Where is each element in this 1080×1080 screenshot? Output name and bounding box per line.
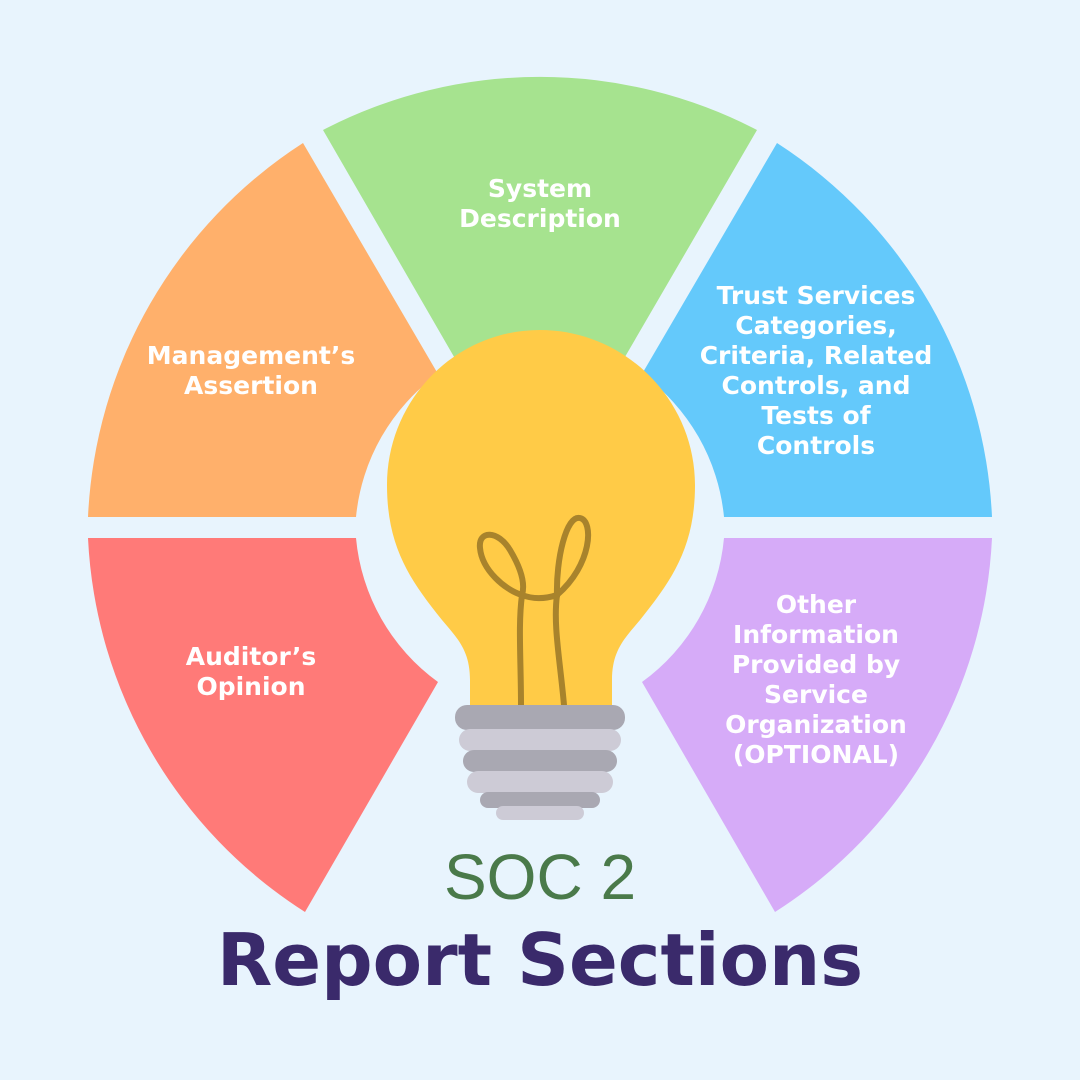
segment-label-trust-services: Trust Services Categories, Criteria, Rel… (699, 281, 933, 460)
segment-label-system-description: System Description (459, 174, 621, 233)
bulb-base-ring (455, 705, 625, 730)
bulb-base-ring (480, 792, 600, 808)
bulb-glass (387, 330, 695, 712)
segment-label-auditors-opinion: Auditor’s Opinion (185, 642, 317, 701)
segment-managements-assertion[interactable] (88, 143, 438, 517)
segment-system-description[interactable] (323, 76, 757, 363)
light-bulb-icon (387, 330, 695, 820)
segment-label-other-information: Other Information Provided by Service Or… (725, 590, 907, 769)
soc-2-kicker: SOC 2 (443, 841, 637, 913)
bulb-base-tip (496, 806, 584, 820)
segment-other-information[interactable] (642, 538, 992, 912)
segment-auditors-opinion[interactable] (88, 538, 438, 912)
bulb-base-ring (467, 771, 613, 793)
segment-label-managements-assertion: Management’s Assertion (146, 341, 356, 400)
bulb-base-ring (459, 729, 621, 751)
report-sections-title: Report Sections (216, 918, 864, 1002)
bulb-base-ring (463, 750, 617, 772)
segment-trust-services[interactable] (642, 143, 992, 517)
bulb-filament (476, 515, 592, 708)
